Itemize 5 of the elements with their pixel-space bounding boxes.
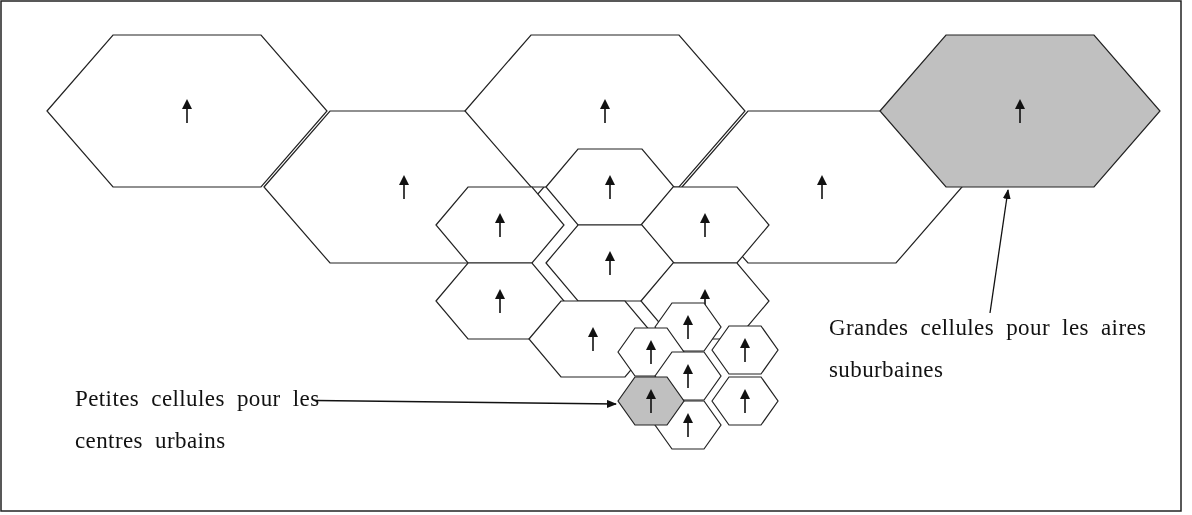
- shaded-cell-hexagon: [617, 376, 685, 426]
- callout-text: Petites cellules pour les centres urbains: [75, 378, 375, 462]
- shaded-cell-hexagon: [879, 34, 1161, 188]
- callout-text: Grandes cellules pour les aires suburbaines: [829, 307, 1159, 391]
- leader-line: [989, 189, 1011, 314]
